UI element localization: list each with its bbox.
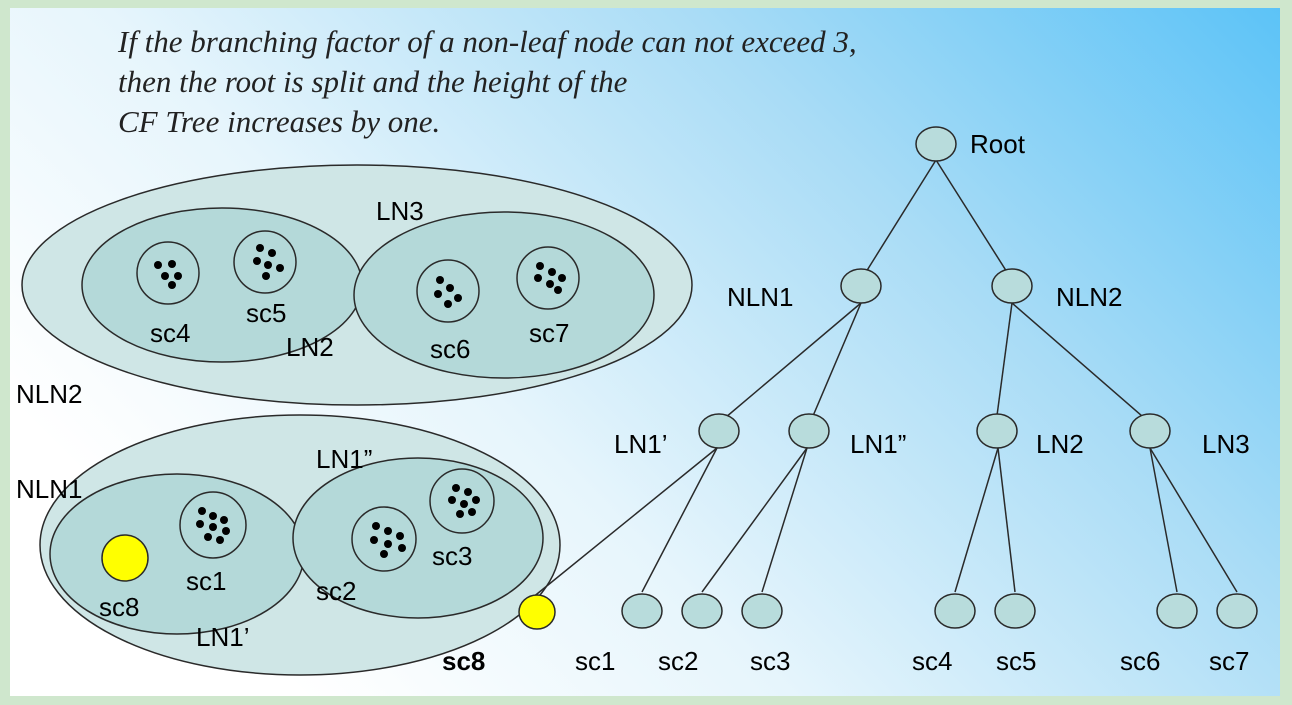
tree-ln3-node (1129, 413, 1171, 449)
tree-ln1p-label: LN1’ (614, 429, 667, 459)
diagram-canvas: NLN2 LN3 LN2 sc4 sc5 sc6 sc7 NLN1 LN1” L… (16, 126, 1258, 676)
slide: If the branching factor of a non-leaf no… (10, 8, 1280, 696)
sc8-point (101, 534, 149, 582)
tree-sc3-node (741, 593, 783, 629)
tree-sc4-node (934, 593, 976, 629)
tree-ln1pp-label: LN1” (850, 429, 906, 459)
sc4-circle (136, 241, 200, 305)
subcluster-dots (154, 244, 566, 558)
tree-sc6-node (1156, 593, 1198, 629)
ln3-group-label: LN3 (376, 196, 424, 226)
tree-ln1p-node (698, 413, 740, 449)
nln2-group-label: NLN2 (16, 379, 82, 409)
tree-leaf-label: sc1 (575, 646, 615, 676)
tree-ln3-label: LN3 (1202, 429, 1250, 459)
tree-nln1-label: NLN1 (727, 282, 793, 312)
tree-root-label: Root (970, 129, 1026, 159)
ln1p-group-label: LN1’ (196, 622, 249, 652)
sc8-label: sc8 (99, 592, 139, 622)
tree-nln2-node (991, 268, 1033, 304)
sc3-label: sc3 (432, 541, 472, 571)
ln1p-ellipse (49, 473, 305, 635)
tree-ln1pp-node (788, 413, 830, 449)
ln1pp-group-label: LN1” (316, 444, 372, 474)
tree-ln2-node (976, 413, 1018, 449)
tree-leaf-label: sc8 (442, 646, 485, 676)
tree-leaf-label: sc3 (750, 646, 790, 676)
tree-leaf-label: sc5 (996, 646, 1036, 676)
tree-root-node (915, 126, 957, 162)
tree-nln2-label: NLN2 (1056, 282, 1122, 312)
tree-sc5-node (994, 593, 1036, 629)
sc1-label: sc1 (186, 566, 226, 596)
caption-line-3: CF Tree increases by one. (118, 104, 441, 139)
tree-sc7-node (1216, 593, 1258, 629)
ln2-group-label: LN2 (286, 332, 334, 362)
sc2-circle (351, 506, 417, 572)
sc7-label: sc7 (529, 318, 569, 348)
sc4-label: sc4 (150, 318, 190, 348)
tree-leaf-label: sc4 (912, 646, 952, 676)
sc5-circle (233, 230, 297, 294)
tree-sc1-node (621, 593, 663, 629)
tree-leaf-label: sc2 (658, 646, 698, 676)
sc2-label: sc2 (316, 576, 356, 606)
tree-edges (531, 159, 1238, 599)
tree-sc8-node (518, 594, 556, 630)
sc6-label: sc6 (430, 334, 470, 364)
ln3-ellipse (353, 211, 655, 379)
tree-ln2-label: LN2 (1036, 429, 1084, 459)
nln1-group-label: NLN1 (16, 474, 82, 504)
sc5-label: sc5 (246, 298, 286, 328)
tree-leaf-label: sc7 (1209, 646, 1249, 676)
caption: If the branching factor of a non-leaf no… (118, 22, 857, 142)
caption-line-1: If the branching factor of a non-leaf no… (118, 24, 857, 59)
caption-line-2: then the root is split and the height of… (118, 64, 628, 99)
tree-nln1-node (840, 268, 882, 304)
sc7-circle (516, 246, 580, 310)
tree-leaf-label: sc6 (1120, 646, 1160, 676)
tree-sc2-node (681, 593, 723, 629)
